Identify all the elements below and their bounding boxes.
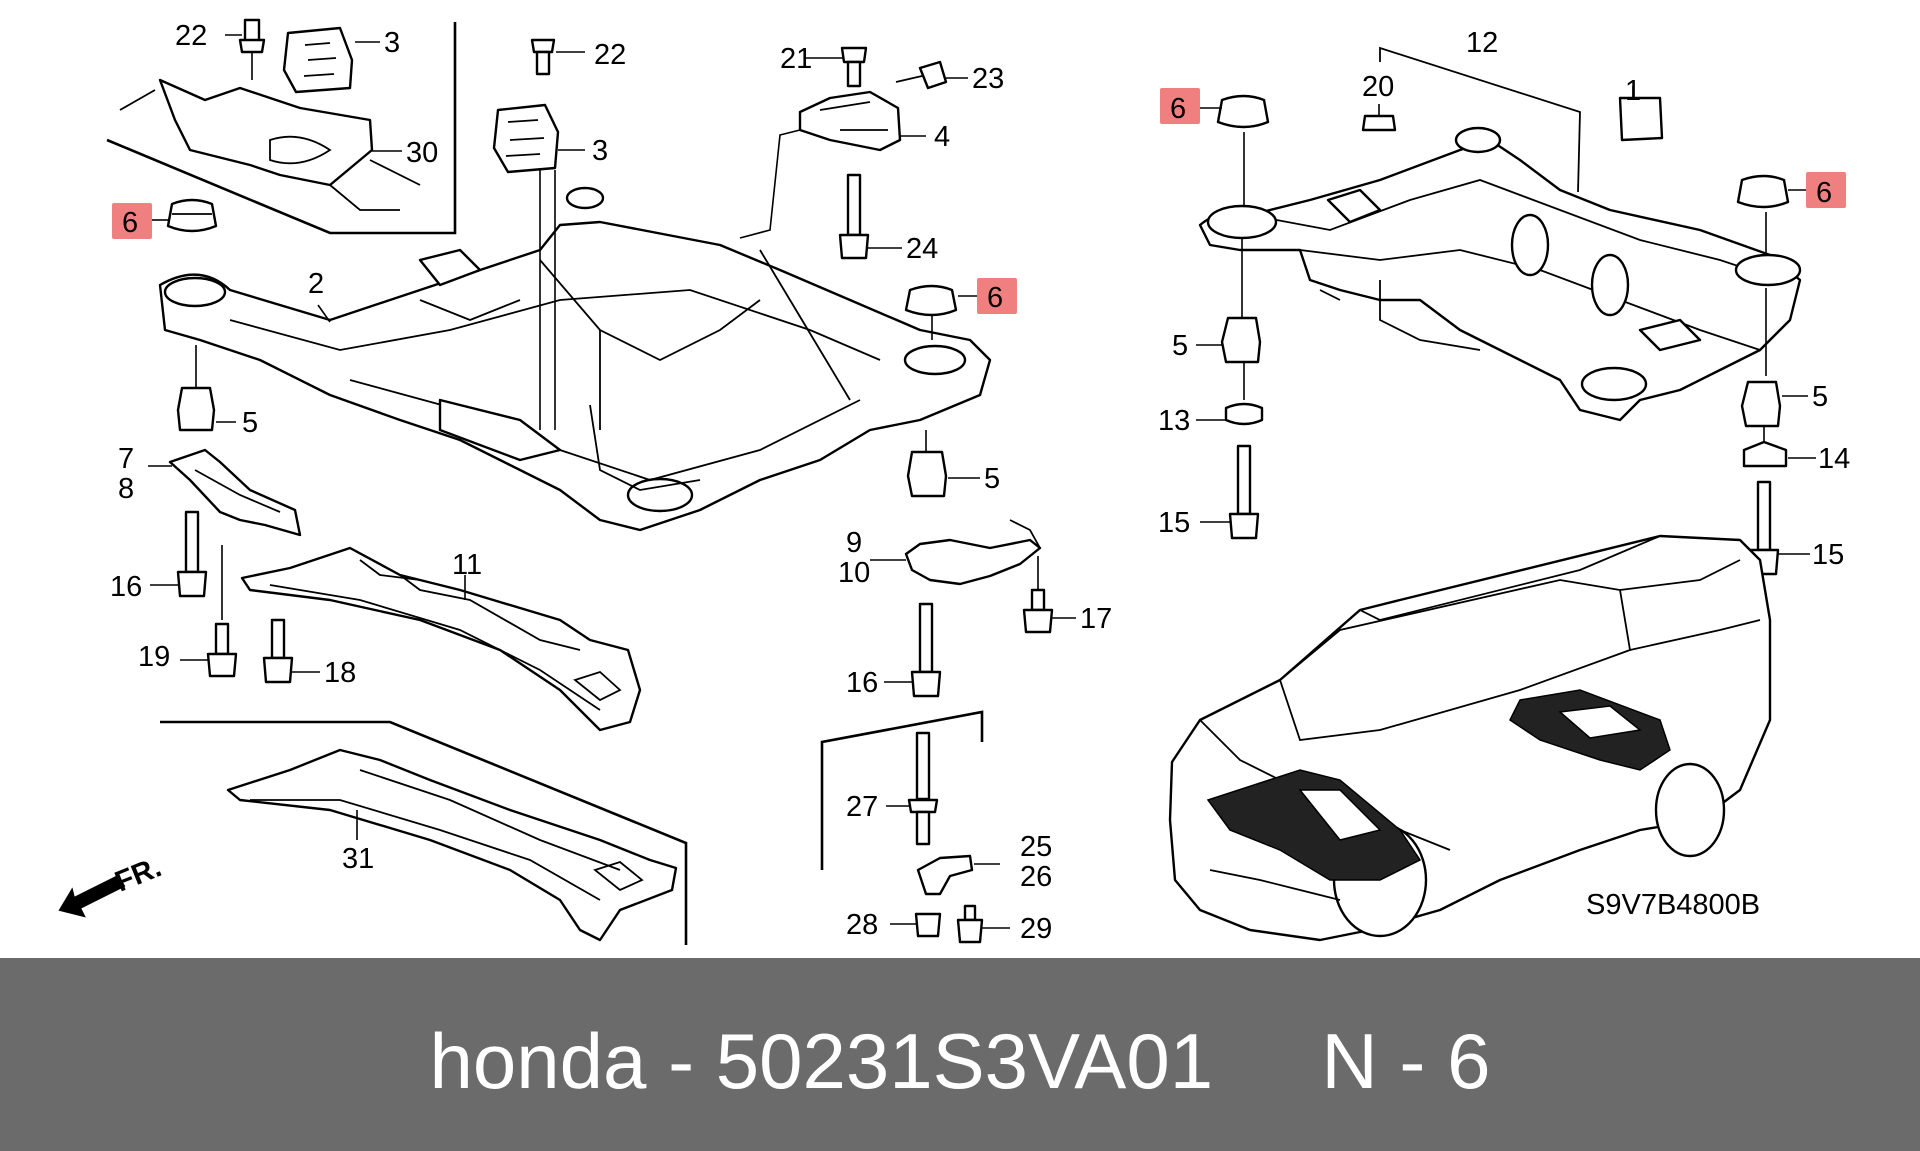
callout-3b: 3 <box>592 135 608 167</box>
engine-mount-inset <box>106 18 457 235</box>
callout-6a: 6 <box>122 207 138 239</box>
callout-21: 21 <box>780 43 812 75</box>
callout-22b: 22 <box>594 39 626 71</box>
stud-inset <box>820 710 1010 944</box>
callout-3a: 3 <box>384 27 400 59</box>
front-subframe <box>158 186 992 532</box>
rear-subframe <box>1198 46 1802 422</box>
callout-31: 31 <box>342 843 374 875</box>
callout-labels: 22 3 30 6 2 5 7 8 16 19 18 11 31 22 3 21… <box>110 20 1850 945</box>
vehicle-illustration <box>1168 534 1772 942</box>
callout-20: 20 <box>1362 71 1394 103</box>
callout-25: 25 <box>1020 831 1052 863</box>
callout-23: 23 <box>972 63 1004 95</box>
callout-14: 14 <box>1818 443 1850 475</box>
callout-11: 11 <box>452 549 482 581</box>
callout-9: 9 <box>846 527 862 559</box>
callout-24: 24 <box>906 233 938 265</box>
callout-10: 10 <box>838 557 870 589</box>
callout-27: 27 <box>846 791 878 823</box>
callout-13: 13 <box>1158 405 1190 437</box>
callout-19: 19 <box>138 641 170 673</box>
callout-12: 12 <box>1466 27 1498 59</box>
callout-8: 8 <box>118 473 134 505</box>
front-direction-arrow: FR. <box>58 851 166 918</box>
callout-1: 1 <box>1625 75 1641 107</box>
rear-subframe-callouts <box>1160 86 1846 255</box>
callout-29: 29 <box>1020 913 1052 945</box>
front-left-lower-mount <box>148 345 302 678</box>
callout-6c: 6 <box>1170 93 1186 125</box>
callout-4: 4 <box>934 121 950 153</box>
callout-22a: 22 <box>175 20 207 52</box>
callout-6b: 6 <box>987 282 1003 314</box>
callout-5a: 5 <box>242 407 258 439</box>
callout-16a: 16 <box>110 571 142 603</box>
rear-right-mounts <box>1740 288 1816 576</box>
callout-30: 30 <box>406 137 438 169</box>
footer-bar: honda - 50231S3VA01 N - 6 <box>0 958 1920 1151</box>
parts-diagram: FR. <box>58 18 1850 945</box>
crossmember-11 <box>240 546 642 732</box>
left-stopper-6 <box>112 198 218 239</box>
callout-16b: 16 <box>846 667 878 699</box>
callout-26: 26 <box>1020 861 1052 893</box>
callout-7: 7 <box>118 443 134 475</box>
callout-5b: 5 <box>984 463 1000 495</box>
front-right-stopper-6 <box>904 278 1017 340</box>
callout-17: 17 <box>1080 603 1112 635</box>
callout-5c: 5 <box>1172 330 1188 362</box>
callout-2: 2 <box>308 268 324 300</box>
callout-5d: 5 <box>1812 381 1828 413</box>
rear-left-mounts <box>1196 238 1264 540</box>
callout-6d: 6 <box>1816 177 1832 209</box>
front-label: FR. <box>111 851 166 898</box>
footer-part-number: honda - 50231S3VA01 N - 6 <box>429 1017 1491 1105</box>
crossmember-31 <box>160 720 688 945</box>
callout-15a: 15 <box>1158 507 1190 539</box>
engine-mount-center <box>492 38 585 430</box>
diagram-code: S9V7B4800B <box>1586 889 1760 921</box>
callout-15b: 15 <box>1812 539 1844 571</box>
callout-18: 18 <box>324 657 356 689</box>
front-right-lower-mount <box>870 430 1076 698</box>
callout-28: 28 <box>846 909 878 941</box>
bracket-4-group <box>739 46 968 260</box>
